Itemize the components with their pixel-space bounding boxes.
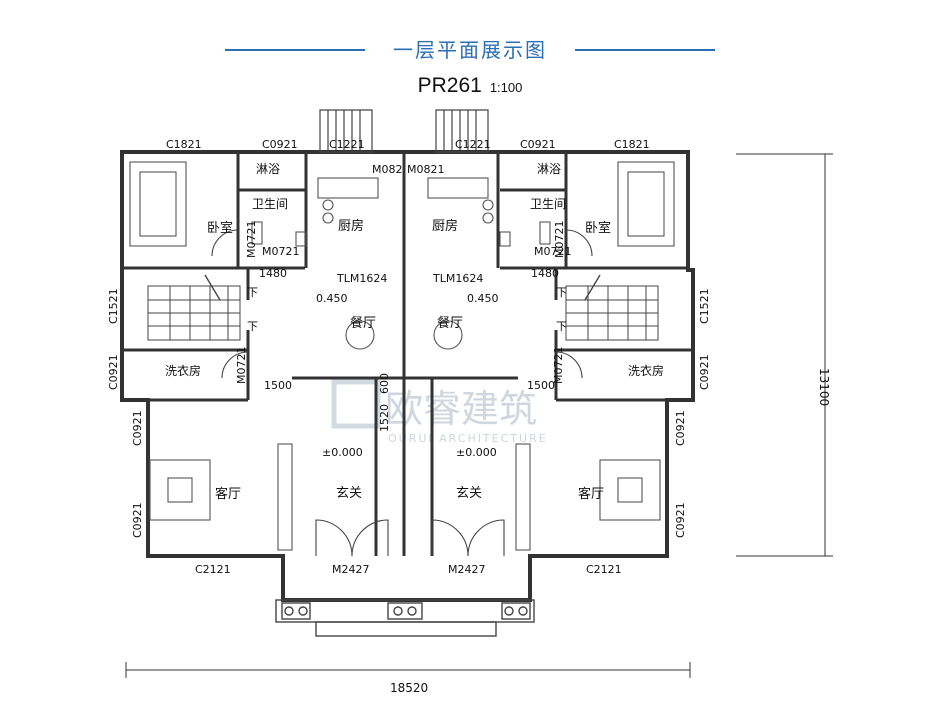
elev-dining-left: 0.450 [316,292,348,305]
kitchen-counter-left [317,177,379,199]
sofa-left [149,459,211,521]
room-dining-right: 餐厅 [437,315,463,331]
win-c1821-left: C1821 [166,138,202,151]
win-c0921-laundry-right: C0921 [698,354,711,390]
stair-down-right-2: 下 [556,320,567,333]
win-c2121-left: C2121 [195,563,231,576]
exterior-walls [120,150,695,602]
win-c1521-left: C1521 [107,288,120,324]
watermark-brand: 欧睿建筑 [385,387,537,431]
watermark: 欧睿建筑 OURUI ARCHITECTURE [331,379,548,445]
door-m2427-left: M2427 [332,563,370,576]
stair-down-left-1: 下 [247,286,258,299]
room-bedroom-right: 卧室 [585,220,611,236]
room-living-right: 客厅 [578,486,604,502]
door-m0721-mid-right: M0721 [552,347,565,385]
door-m0721-top-right: M0721 [534,245,572,258]
plan-code-line: PR261 1:100 [0,74,940,98]
win-c0921-living-upper-left: C0921 [131,410,144,446]
elev-foyer-left: ±0.000 [322,446,363,459]
header-rule-left [225,49,365,51]
page-title: 一层平面展示图 [393,38,547,62]
room-kitchen-right: 厨房 [432,218,458,234]
room-kitchen-left: 厨房 [338,218,364,234]
bed-right [617,161,675,247]
dim-1500-right: 1500 [527,379,555,392]
room-dining-left: 餐厅 [350,315,376,331]
rear-steps [319,109,489,153]
dining-table-left [345,320,375,350]
elev-dining-right: 0.450 [467,292,499,305]
door-tlm1624-right: TLM1624 [432,272,483,285]
win-c1221-left: C1221 [329,138,365,151]
furniture [129,161,675,551]
elev-foyer-right: ±0.000 [456,446,497,459]
win-c0921-laundry-left: C0921 [107,354,120,390]
win-c0921-living-lower-left: C0921 [131,502,144,538]
room-living-left: 客厅 [215,486,241,502]
header-rule-right [575,49,715,51]
elevation-labels: 0.450 0.450 ±0.000 ±0.000 [316,292,499,459]
door-m0721-mid-left: M0721 [235,347,248,385]
room-shower-right: 淋浴 [537,162,561,176]
bed-left [129,161,187,247]
room-shower-left: 淋浴 [256,162,280,176]
room-bedroom-left: 卧室 [207,220,233,236]
room-laundry-right: 洗衣房 [628,363,664,378]
room-bath-right: 卫生间 [530,197,566,211]
door-m0921-vert-left: M0721 [245,221,258,259]
win-c2121-right: C2121 [586,563,622,576]
sofa-right [599,459,661,521]
stair-labels: 下 下 下 下 [247,286,567,333]
opening-labels: C1821 C1821 C0921 C0921 C1221 C1221 M082… [107,138,711,576]
dim-1480-left: 1480 [259,267,287,280]
room-foyer-left: 玄关 [336,486,362,501]
win-c1221-right: C1221 [455,138,491,151]
dining-table-right [433,320,463,350]
win-c0921-living-upper-right: C0921 [674,410,687,446]
door-m082-cut: M082 [372,163,403,176]
plan-code: PR261 [417,74,482,97]
interior-walls [122,152,693,556]
dim-width: 18520 [390,681,428,695]
door-m0721-top-left: M0721 [262,245,300,258]
kitchen-counter-right [427,177,489,199]
doors [211,229,593,557]
dim-600: 600 [378,373,391,394]
stair-down-right-1: 下 [556,286,567,299]
room-laundry-left: 洗衣房 [165,363,201,378]
dim-1480-right: 1480 [531,267,559,280]
front-steps [275,599,535,637]
watermark-logo-icon [331,379,381,429]
room-bath-left: 卫生间 [252,197,288,211]
win-c1821-right: C1821 [614,138,650,151]
stairs [147,274,659,341]
watermark-tagline: OURUI ARCHITECTURE [388,432,548,445]
win-c0921-living-lower-right: C0921 [674,502,687,538]
room-labels: 卧室 卧室 卫生间 卫生间 淋浴 淋浴 厨房 厨房 餐厅 餐厅 洗衣房 洗衣房 … [165,162,664,502]
dimension-lines [125,153,833,678]
stair-down-left-2: 下 [247,320,258,333]
door-tlm1624-left: TLM1624 [336,272,387,285]
dim-depth: 13100 [817,368,831,406]
door-m2427-right: M2427 [448,563,486,576]
door-m0821: M0821 [407,163,445,176]
dimension-labels: 18520 13100 1480 1480 1500 1500 1520 600 [259,267,831,695]
door-m0921-vert-right: M0721 [553,221,566,259]
room-foyer-right: 玄关 [456,486,482,501]
dim-1520: 1520 [378,404,391,432]
dim-1500-left: 1500 [264,379,292,392]
plan-scale: 1:100 [489,80,523,95]
win-c0921-top-right: C0921 [520,138,556,151]
win-c0921-top-left: C0921 [262,138,298,151]
win-c1521-right: C1521 [698,288,711,324]
